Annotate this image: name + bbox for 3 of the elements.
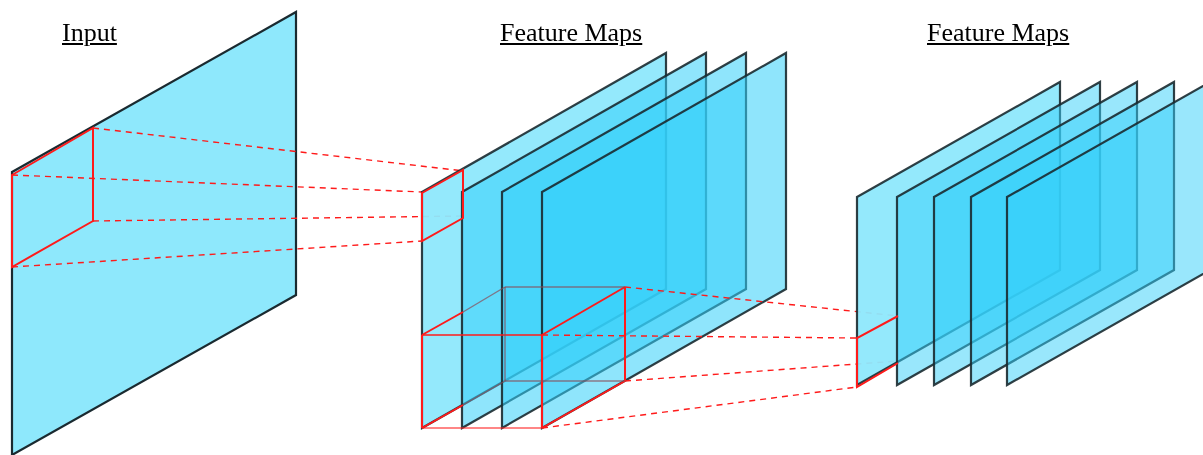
layer-title: Feature Maps: [500, 20, 643, 46]
layer-title: Input: [62, 20, 117, 46]
layer-title: Feature Maps: [927, 20, 1070, 46]
